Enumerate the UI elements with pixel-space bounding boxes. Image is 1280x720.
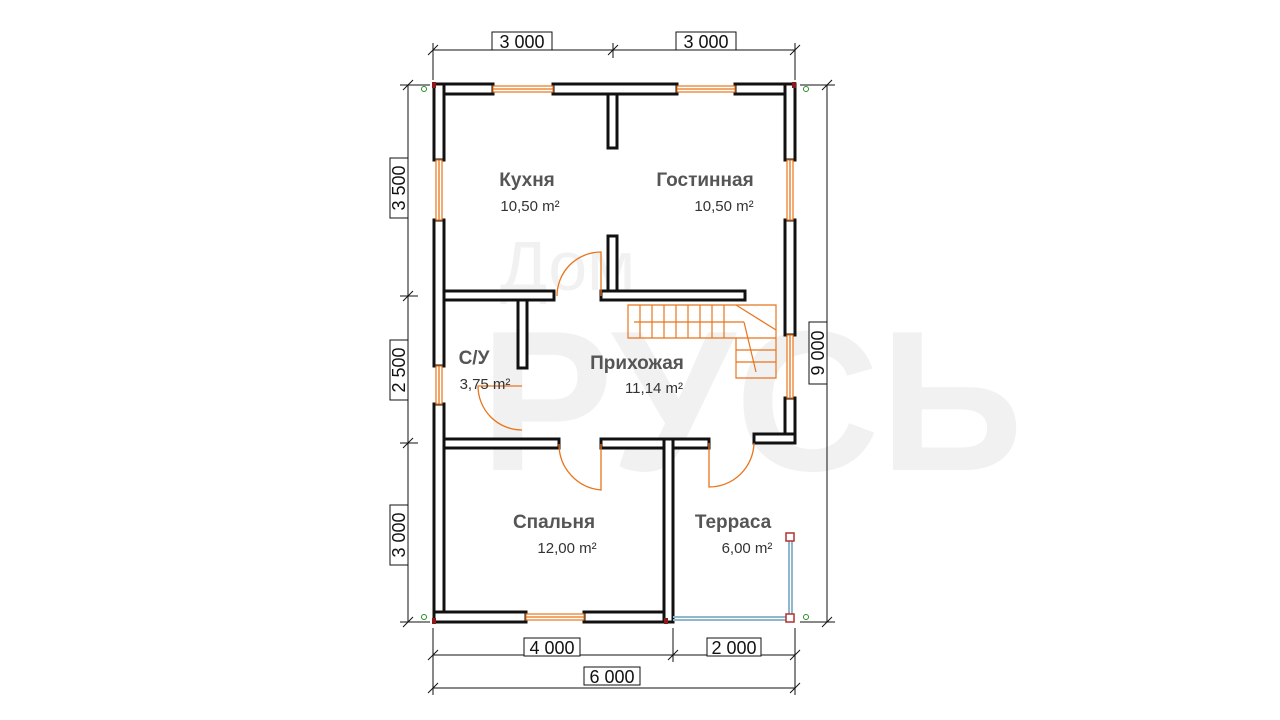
dim-left-3: 3 000	[389, 512, 409, 557]
door-entrance	[708, 442, 755, 488]
dim-bottom-total: 6 000	[589, 667, 634, 687]
room-area-bedroom: 12,00 m²	[537, 540, 596, 557]
room-area-kitchen: 10,50 m²	[500, 198, 559, 215]
room-name-kitchen: Кухня	[499, 170, 555, 191]
dim-bottom-1: 4 000	[529, 638, 574, 658]
terrace-railing	[673, 532, 795, 623]
staircase	[627, 304, 777, 379]
top-dimension: 3 000 3 000	[427, 31, 801, 80]
watermark-line2: РУСЬ	[480, 290, 1023, 513]
right-dimension: 9 000	[800, 79, 835, 628]
room-name-bathroom: С/У	[459, 348, 490, 369]
door-kitchen	[556, 251, 602, 297]
room-name-terrace: Терраса	[695, 512, 772, 533]
room-area-terrace: 6,00 m²	[722, 540, 773, 557]
dim-top-1: 3 000	[499, 32, 544, 52]
door-bathroom	[477, 385, 523, 431]
room-name-living: Гостинная	[656, 170, 753, 191]
room-area-bathroom: 3,75 m²	[460, 376, 511, 393]
dim-bottom-2: 2 000	[711, 638, 756, 658]
room-name-hall: Прихожая	[590, 353, 684, 374]
walls	[432, 82, 797, 624]
dim-left-1: 3 500	[389, 165, 409, 210]
room-area-living: 10,50 m²	[694, 198, 753, 215]
watermark: Дом РУСЬ	[480, 227, 1023, 513]
dim-left-2: 2 500	[389, 347, 409, 392]
corner-markers	[421, 82, 809, 624]
bottom-dimension: 4 000 2 000 6 000	[427, 628, 801, 695]
doors	[477, 251, 755, 491]
room-area-hall: 11,14 m²	[625, 380, 683, 397]
dim-top-2: 3 000	[683, 32, 728, 52]
room-labels: Кухня 10,50 m² Гостинная 10,50 m² С/У 3,…	[459, 170, 773, 557]
room-name-bedroom: Спальня	[513, 512, 595, 533]
windows	[435, 85, 794, 621]
door-bedroom	[558, 443, 602, 491]
left-dimension: 3 500 2 500 3 000	[389, 79, 430, 628]
dim-right-total: 9 000	[808, 330, 828, 375]
